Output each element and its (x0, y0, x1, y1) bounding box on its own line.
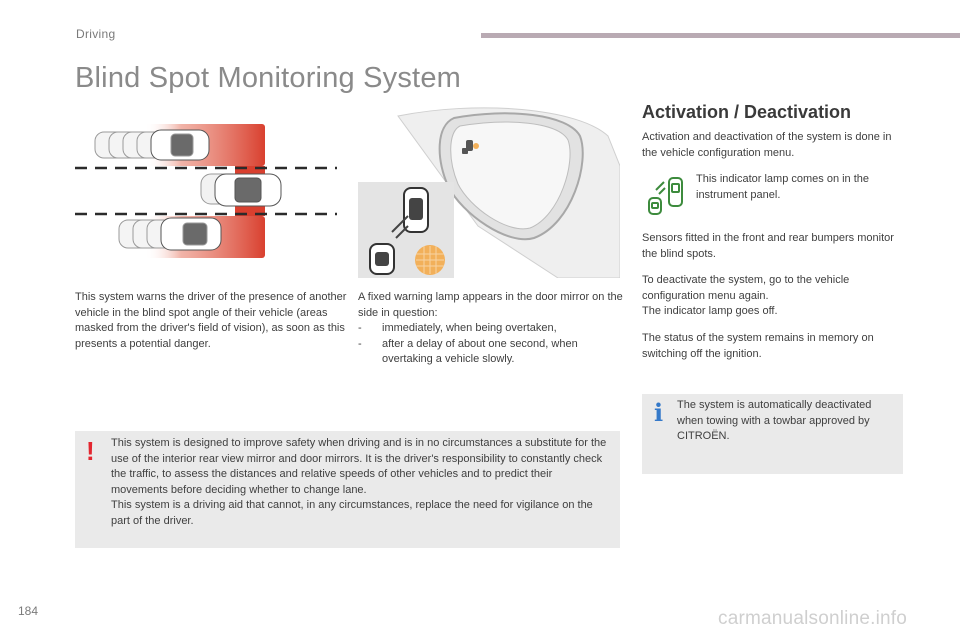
list-dash: - (358, 322, 362, 334)
list-item-text: after a delay of about one second, when … (382, 337, 578, 366)
indicator-text: This indicator lamp comes on in the inst… (696, 173, 870, 201)
lane-markings (75, 166, 337, 216)
list-item: - immediately, when being overtaken, (358, 321, 623, 337)
warning-icon: ! (86, 436, 95, 466)
sensors-paragraph: Sensors fitted in the front and rear bum… (642, 232, 894, 260)
info-icon: i (654, 398, 664, 427)
warning-box (75, 431, 620, 548)
memory-paragraph: The status of the system remains in memo… (642, 332, 874, 360)
mirror-glass (450, 121, 571, 230)
lower-car-group (118, 217, 222, 251)
footer-watermark: carmanualsonline.info (718, 608, 908, 629)
section-label: Driving (76, 27, 116, 41)
mirror-lamp-icon (462, 140, 479, 154)
zoom-cars (369, 187, 429, 275)
lamp-off-note: The indicator lamp goes off. (642, 305, 778, 317)
list-dash: - (358, 337, 362, 350)
info-text: The system is automatically deactivated … (677, 399, 872, 442)
page-number: 184 (18, 604, 39, 618)
page-title: Blind Spot Monitoring System (75, 62, 461, 94)
info-box (642, 394, 903, 474)
lamp-amber-icon (415, 245, 445, 275)
warning-paragraph-2: This system is a driving aid that cannot… (111, 499, 593, 527)
blind-spot-indicator-icon (648, 177, 683, 215)
warning-paragraph-1: This system is designed to improve safet… (111, 437, 607, 496)
header-bar (481, 33, 960, 38)
list-item: - after a delay of about one second, whe… (358, 337, 623, 368)
list-item-text: immediately, when being overtaken, (382, 322, 557, 334)
blind-spot-diagram (75, 124, 337, 258)
activation-paragraph: Activation and deactivation of the syste… (642, 131, 892, 159)
upper-car-group (94, 129, 210, 161)
own-car (200, 173, 282, 207)
deactivate-paragraph: To deactivate the system, go to the vehi… (642, 273, 906, 320)
door-mirror-illustration (358, 107, 620, 278)
activation-title: Activation / Deactivation (642, 102, 852, 122)
warning-text: This system is designed to improve safet… (111, 436, 611, 529)
lamp-intro: A fixed warning lamp appears in the door… (358, 291, 623, 319)
deactivate-instruction: To deactivate the system, go to the vehi… (642, 274, 850, 302)
lamp-description: A fixed warning lamp appears in the door… (358, 290, 623, 368)
intro-paragraph: This system warns the driver of the pres… (75, 291, 347, 350)
